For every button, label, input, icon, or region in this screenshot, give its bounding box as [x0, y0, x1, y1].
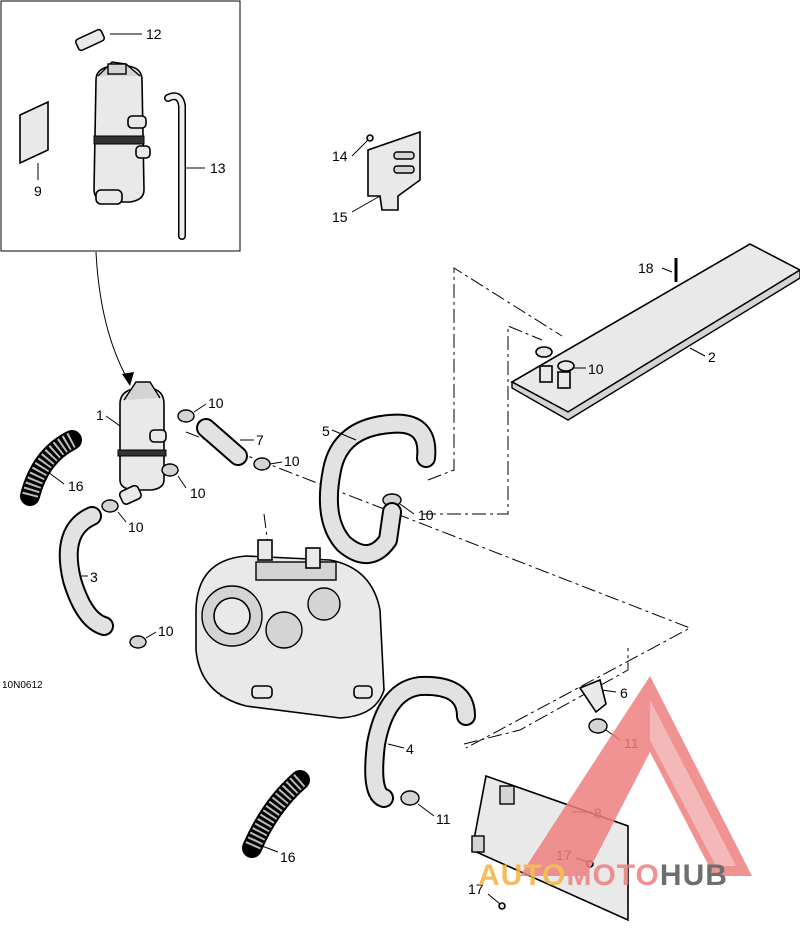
callout-18: 18	[638, 260, 654, 276]
callout-6: 6	[620, 685, 628, 701]
callout-15: 15	[332, 209, 348, 225]
watermark-hub: HUB	[660, 859, 728, 892]
callout-10-c: 10	[190, 485, 206, 501]
part-11-fitting-lower	[400, 790, 420, 806]
part-12-cap	[74, 28, 106, 52]
callout-2: 2	[708, 349, 716, 365]
callout-labels: 12 9 13 14 15 18 2 10 1 10 7 10 10 10 10…	[2, 26, 716, 897]
watermark-auto: AUTO	[478, 859, 566, 892]
callout-5: 5	[322, 423, 330, 439]
inset-box	[0, 0, 241, 252]
part-6-fitting	[578, 678, 607, 714]
part-5-hose	[318, 413, 437, 564]
callout-16-top: 16	[68, 478, 84, 494]
part-15-bracket	[367, 130, 421, 211]
drawing-code: 10N0612	[2, 680, 43, 691]
callout-10-f: 10	[418, 507, 434, 523]
part-11-fitting-upper	[588, 718, 608, 734]
callout-10-b: 10	[284, 453, 300, 469]
svg-text:AUTOMOTOHUB: AUTOMOTOHUB	[478, 859, 728, 892]
part-3-hose	[58, 506, 114, 636]
callout-4: 4	[406, 741, 414, 757]
inset-pointer-arrow	[95, 251, 129, 381]
part-2-radiator	[510, 243, 800, 421]
callout-7: 7	[256, 432, 264, 448]
part-17-screw-b	[498, 902, 506, 910]
part-16-corrugated-hose-bottom	[242, 770, 310, 858]
part-4-hose	[364, 675, 476, 808]
callout-3: 3	[90, 569, 98, 585]
part-13-hose	[164, 92, 186, 240]
watermark: AUTOMOTOHUB	[478, 676, 752, 892]
part-7-hose	[196, 418, 248, 466]
clamps-10	[101, 409, 402, 649]
callout-17-b: 17	[468, 881, 484, 897]
watermark-moto: MOTO	[566, 859, 659, 892]
callout-14: 14	[332, 148, 348, 164]
watermark-triangle-icon	[520, 676, 752, 876]
callout-13: 13	[210, 160, 226, 176]
callout-11-lower: 11	[436, 811, 451, 827]
callout-10-e: 10	[158, 623, 174, 639]
callout-1: 1	[96, 407, 104, 423]
part-9-sheet	[19, 100, 49, 165]
callout-10-d: 10	[128, 519, 144, 535]
callout-12: 12	[146, 26, 162, 42]
part-16-corrugated-hose-top	[20, 430, 82, 506]
engine-assembly	[195, 539, 385, 719]
part-14-screw	[366, 134, 374, 142]
callout-16-bottom: 16	[280, 849, 296, 865]
callout-10-radiator: 10	[588, 361, 604, 377]
callout-9: 9	[34, 183, 42, 199]
inset-reservoir	[93, 61, 151, 205]
callout-10-a: 10	[208, 395, 224, 411]
part-1-reservoir	[117, 381, 167, 505]
